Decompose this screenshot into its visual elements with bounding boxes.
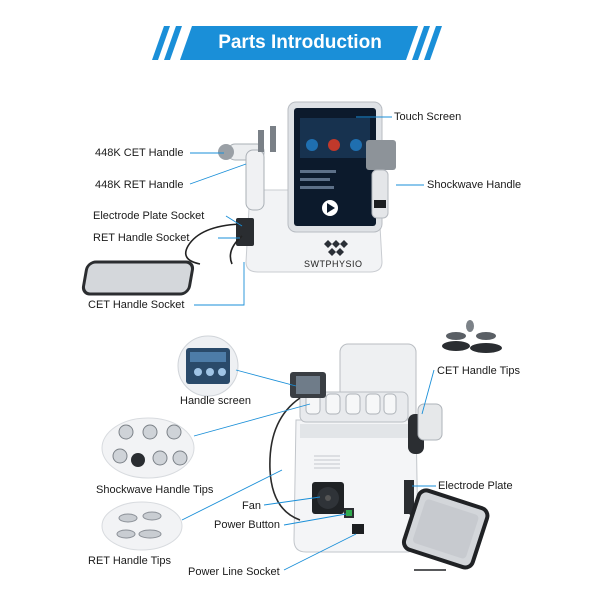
ret-handle-tips-closeup — [101, 501, 183, 551]
bottom-device — [269, 343, 490, 571]
label-power-line-socket: Power Line Socket — [188, 566, 280, 578]
label-touch-screen: Touch Screen — [394, 111, 462, 123]
shockwave-handle-tips-closeup — [101, 417, 195, 479]
bottom-leader-lines — [181, 369, 436, 571]
cet-handle-tips-icon — [442, 320, 502, 353]
label-shockwave-handle: Shockwave Handle — [427, 179, 522, 191]
device-brand-label: SWTPHYSIO — [304, 259, 363, 269]
power-socket-icon — [352, 524, 364, 534]
top-leader-lines — [189, 116, 424, 306]
electrode-plate-icon — [401, 488, 490, 570]
banner-background — [152, 26, 442, 60]
label-448k-cet-handle: 448K CET Handle — [95, 147, 184, 159]
top-device — [81, 101, 396, 296]
label-shockwave-handle-tips: Shockwave Handle Tips — [96, 484, 214, 496]
label-fan: Fan — [242, 500, 261, 512]
label-448k-ret-handle: 448K RET Handle — [95, 179, 184, 191]
label-cet-handle-tips: CET Handle Tips — [437, 365, 520, 377]
label-ret-handle-socket: RET Handle Socket — [93, 232, 190, 244]
label-handle-screen: Handle screen — [180, 395, 251, 407]
label-ret-handle-tips: RET Handle Tips — [88, 555, 171, 567]
brand-logo-icon — [324, 240, 348, 256]
page-title: Parts Introduction — [218, 32, 382, 53]
label-electrode-plate-socket: Electrode Plate Socket — [93, 210, 205, 222]
handle-screen-closeup — [177, 335, 239, 397]
label-cet-handle-socket: CET Handle Socket — [88, 299, 185, 311]
label-electrode-plate: Electrode Plate — [438, 480, 513, 492]
label-power-button: Power Button — [214, 519, 281, 531]
title-banner: Parts Introduction — [150, 26, 450, 60]
